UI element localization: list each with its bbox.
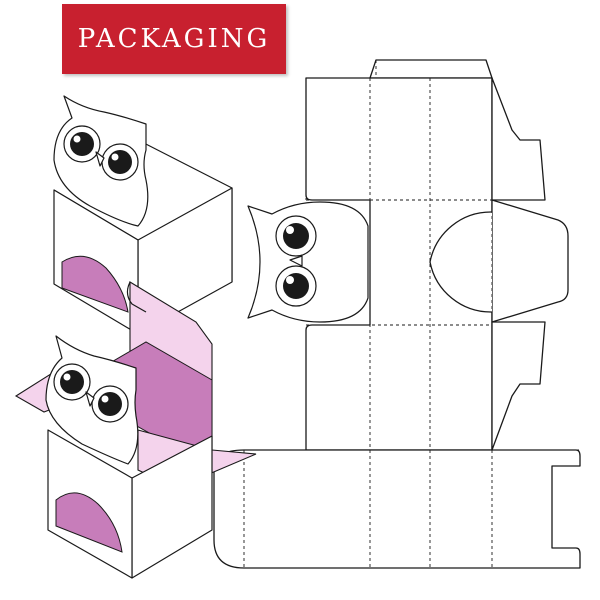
- window-cutout: [429, 211, 493, 313]
- title-banner: PACKAGING: [62, 4, 286, 74]
- assembled-box-closed: [53, 95, 233, 335]
- top-flap: [369, 59, 493, 79]
- right-dust-flap-top: [491, 77, 546, 201]
- owl-eyes-dieline: [275, 215, 317, 307]
- right-side-panel: [491, 199, 569, 323]
- banner-title: PACKAGING: [77, 24, 271, 54]
- bottom-panel: [213, 449, 581, 569]
- assembled-box-open: [14, 281, 257, 579]
- right-dust-flap-bottom: [491, 321, 546, 451]
- dieline-template: [213, 59, 581, 569]
